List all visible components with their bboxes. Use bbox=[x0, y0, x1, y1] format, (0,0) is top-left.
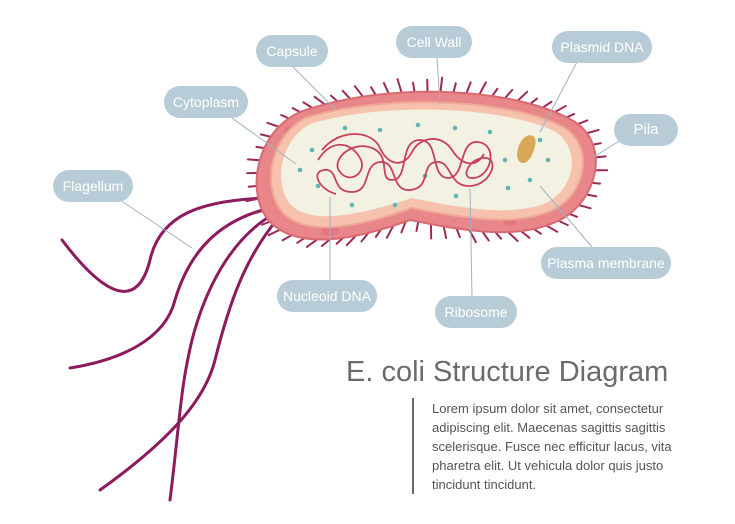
ribosome-dot bbox=[528, 178, 533, 183]
flagellum-strand bbox=[70, 208, 270, 368]
ribosome-dot bbox=[416, 123, 421, 128]
pilus bbox=[256, 147, 264, 148]
pilus bbox=[416, 222, 418, 231]
pilus bbox=[281, 115, 289, 118]
ribosome-dot bbox=[454, 194, 459, 199]
ribosome-dot bbox=[506, 186, 511, 191]
pilus bbox=[569, 214, 577, 217]
pilus bbox=[587, 195, 597, 197]
pilus bbox=[457, 228, 460, 237]
ribosome-dot bbox=[453, 126, 458, 131]
pilus bbox=[397, 79, 401, 93]
diagram-description: Lorem ipsum dolor sit amet, consectetur … bbox=[432, 399, 692, 494]
pilus bbox=[508, 232, 517, 241]
pilus bbox=[592, 183, 600, 184]
pilus bbox=[303, 102, 312, 108]
pilus bbox=[530, 99, 537, 104]
pilus bbox=[261, 134, 271, 136]
label-cell-wall: Cell Wall bbox=[396, 26, 472, 58]
pilus bbox=[593, 143, 601, 144]
pilus bbox=[413, 83, 415, 92]
pilus bbox=[521, 231, 529, 238]
pilus bbox=[543, 102, 552, 108]
pilus bbox=[444, 226, 446, 238]
ribosome-dot bbox=[298, 168, 303, 173]
ribosome-dot bbox=[503, 158, 508, 163]
label-plasma-membrane: Plasma membrane bbox=[541, 247, 671, 279]
pilus bbox=[518, 92, 527, 101]
pilus bbox=[355, 86, 363, 97]
pilus bbox=[587, 130, 599, 133]
pilus bbox=[269, 230, 280, 235]
label-pila: Pila bbox=[614, 114, 678, 146]
flagellum-strand bbox=[170, 215, 272, 500]
pilus bbox=[492, 89, 497, 96]
pilus bbox=[307, 239, 317, 247]
ribosome-dot bbox=[343, 126, 348, 131]
label-ribosome: Ribosome bbox=[435, 296, 517, 328]
pilus bbox=[441, 78, 443, 92]
pilus bbox=[555, 106, 566, 112]
label-cytoplasm: Cytoplasm bbox=[164, 86, 248, 118]
label-capsule: Capsule bbox=[256, 35, 328, 67]
ribosome-dot bbox=[310, 148, 315, 153]
pilus bbox=[249, 186, 257, 187]
pilus bbox=[479, 82, 486, 94]
label-nucleoid-dna: Nucleoid DNA bbox=[277, 280, 377, 312]
diagram-title: E. coli Structure Diagram bbox=[346, 356, 668, 389]
pilus bbox=[248, 159, 260, 160]
pilus bbox=[596, 156, 606, 157]
ribosome-dot bbox=[393, 203, 398, 208]
pilus bbox=[579, 205, 591, 208]
pilus bbox=[466, 82, 470, 93]
ribosome-dot bbox=[488, 130, 493, 135]
pilus bbox=[384, 83, 389, 94]
pilus bbox=[283, 235, 292, 240]
ribosome-dot bbox=[316, 184, 321, 189]
pilus bbox=[505, 90, 512, 98]
pilus bbox=[546, 226, 557, 232]
description-divider bbox=[412, 398, 414, 494]
pilus bbox=[453, 83, 455, 92]
flagella bbox=[62, 198, 275, 500]
pilus bbox=[267, 123, 279, 127]
label-plasmid-dna: Plasmid DNA bbox=[552, 31, 652, 63]
pilus bbox=[331, 96, 337, 102]
ribosome-dot bbox=[546, 158, 551, 163]
ribosome-dot bbox=[538, 138, 543, 143]
pilus bbox=[343, 91, 350, 99]
pilus bbox=[578, 120, 588, 124]
label-flagellum: Flagellum bbox=[53, 170, 133, 202]
ribosome-dot bbox=[378, 128, 383, 133]
leader-line-capsule bbox=[293, 67, 336, 110]
pilus bbox=[558, 221, 567, 225]
cytoplasm-shape bbox=[281, 110, 572, 217]
ribosome-dot bbox=[350, 203, 355, 208]
pilus bbox=[371, 87, 376, 95]
